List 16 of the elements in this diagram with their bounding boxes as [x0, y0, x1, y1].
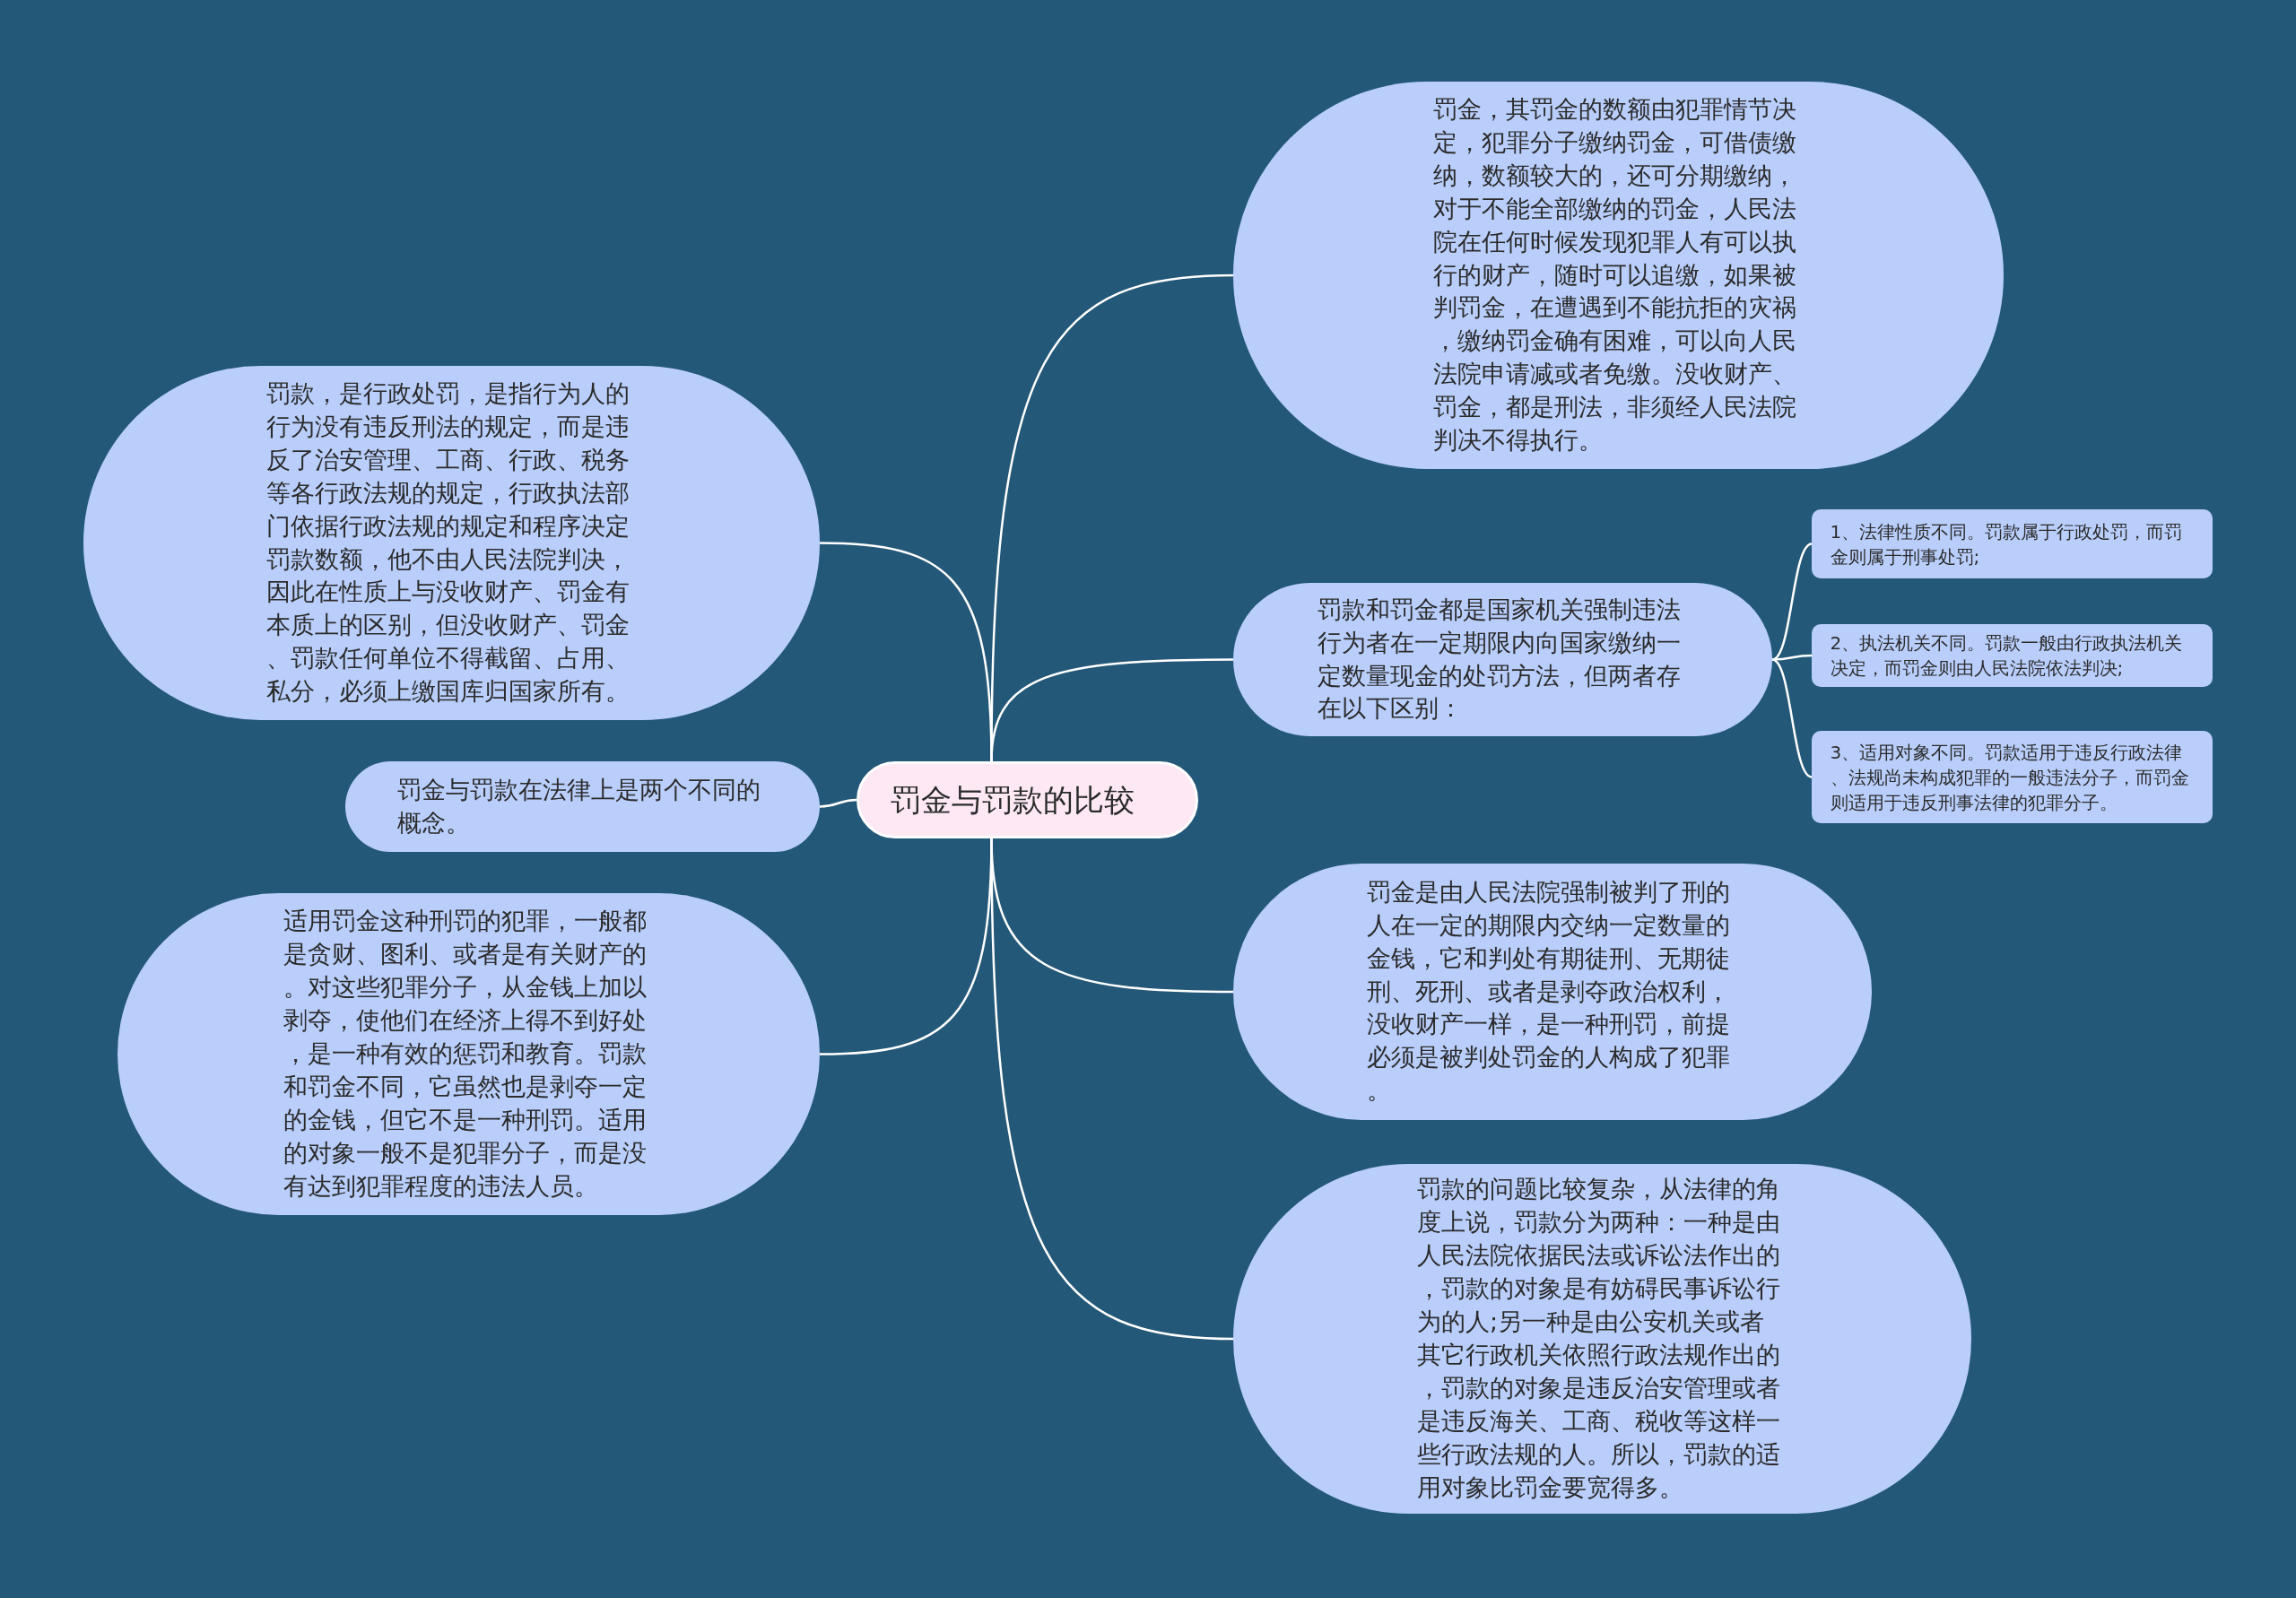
topic-bubble: 罚金与罚款在法律上是两个不同的概念。 — [345, 761, 820, 852]
detail-box: 1、法律性质不同。罚款属于行政处罚，而罚金则属于刑事处罚; — [1812, 509, 2213, 578]
topic-bubble: 罚款和罚金都是国家机关强制违法行为者在一定期限内向国家缴纳一定数量现金的处罚方法，但两者存在以下区别： — [1233, 583, 1772, 736]
connector-line — [819, 838, 993, 1055]
topic-bubble: 罚款，是行政处罚，是指行为人的行为没有违反刑法的规定，而是违反了治安管理、工商、行政、税务等各行政法规的规定，行政执法部门依据行政法规的规定和程序决定罚款数额，他不由人民法院判决，因此在性质上与没收财产、罚金有本质上的区别，但没收财产、罚金、罚款任何单位不得截留、占用、私分，必须上缴国库归国家所有。 — [83, 366, 820, 720]
connector-line — [1771, 543, 1813, 661]
topic-bubble: 罚款的问题比较复杂，从法律的角度上说，罚款分为两种：一种是由人民法院依据民法或诉讼法作出的，罚款的对象是有妨碍民事诉讼行为的人;另一种是由公安机关或者其它行政机关依照行政法规作出的，罚款的对象是违反治安管理或者是违反海关、工商、税收等这样一些行政法规的人。所以，罚款的适用对象比罚金要宽得多。 — [1233, 1164, 1971, 1514]
topic-bubble: 罚金是由人民法院强制被判了刑的人在一定的期限内交纳一定数量的金钱，它和判处有期徒刑、无期徒刑、死刑、或者是剥夺政治权利，没收财产一样，是一种刑罚，前提必须是被判处罚金的人构成了犯罪。 — [1233, 864, 1872, 1120]
topic-bubble: 适用罚金这种刑罚的犯罪，一般都是贪财、图利、或者是有关财产的。对这些犯罪分子，从金钱上加以剥夺，使他们在经济上得不到好处，是一种有效的惩罚和教育。罚款和罚金不同，它虽然也是剥夺一定的金钱，但它不是一种刑罚。适用的对象一般不是犯罪分子，而是没有达到犯罪程度的违法人员。 — [117, 893, 820, 1215]
detail-box: 2、执法机关不同。罚款一般由行政执法机关决定，而罚金则由人民法院依法判决; — [1812, 624, 2213, 687]
connector-line — [819, 798, 857, 808]
connector-line — [819, 542, 993, 762]
detail-box: 3、适用对象不同。罚款适用于违反行政法律、法规尚未构成犯罪的一般违法分子，而罚金则适用于违反刑事法律的犯罪分子。 — [1812, 731, 2213, 823]
central-topic: 罚金与罚款的比较 — [857, 761, 1198, 838]
connector-line — [1771, 658, 1813, 778]
topic-bubble: 罚金，其罚金的数额由犯罪情节决定，犯罪分子缴纳罚金，可借债缴纳，数额较大的，还可分期缴纳，对于不能全部缴纳的罚金，人民法院在任何时候发现犯罪人有可以执行的财产，随时可以追缴，如果被判罚金，在遭遇到不能抗拒的灾祸，缴纳罚金确有困难，可以向人民法院申请减或者免缴。没收财产、罚金，都是刑法，非须经人民法院判决不得执行。 — [1233, 82, 2004, 469]
